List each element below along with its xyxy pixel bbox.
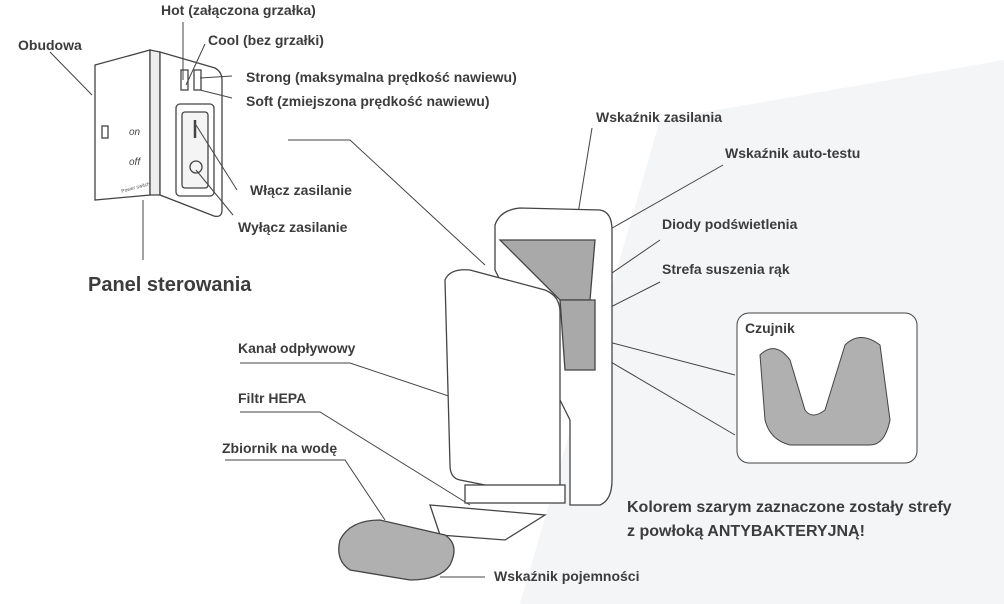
label-strong: Strong (maksymalna prędkość nawiewu) (246, 69, 517, 85)
label-capacity-indicator: Wskaźnik pojemności (494, 568, 640, 584)
label-hot: Hot (załączona grzałka) (161, 2, 316, 18)
sensor-inset (736, 312, 918, 464)
note-line-2: z powłoką ANTYBAKTERYJNĄ! (627, 523, 865, 540)
label-water-tank: Zbiornik na wodę (222, 440, 338, 456)
label-power-off: Wyłącz zasilanie (238, 219, 348, 235)
label-drain-channel: Kanał odpływowy (238, 340, 356, 356)
label-power-indicator: Wskaźnik zasilania (596, 109, 723, 125)
panel-on-text: on (129, 127, 141, 138)
label-control-panel: Panel sterowania (88, 274, 252, 296)
hand-dryer-drawing (338, 207, 613, 581)
panel-off-text: off (129, 157, 141, 168)
label-backlight-leds: Diody podświetlenia (662, 216, 798, 232)
label-soft: Soft (zmiejszona prędkość nawiewu) (246, 93, 490, 109)
note-line-1: Kolorem szarym zaznaczone zostały strefy (627, 499, 952, 516)
label-hepa-filter: Filtr HEPA (238, 390, 307, 406)
label-drying-zone: Strefa suszenia rąk (662, 261, 790, 277)
label-self-test-indicator: Wskaźnik auto-testu (725, 145, 861, 161)
control-panel-drawing (94, 49, 223, 218)
label-sensor: Czujnik (745, 320, 795, 336)
antibacterial-note: Kolorem szarym zaznaczone zostały strefy… (627, 496, 952, 544)
label-housing: Obudowa (18, 37, 82, 53)
label-power-on: Włącz zasilanie (250, 182, 352, 198)
label-cool: Cool (bez grzałki) (208, 32, 324, 48)
